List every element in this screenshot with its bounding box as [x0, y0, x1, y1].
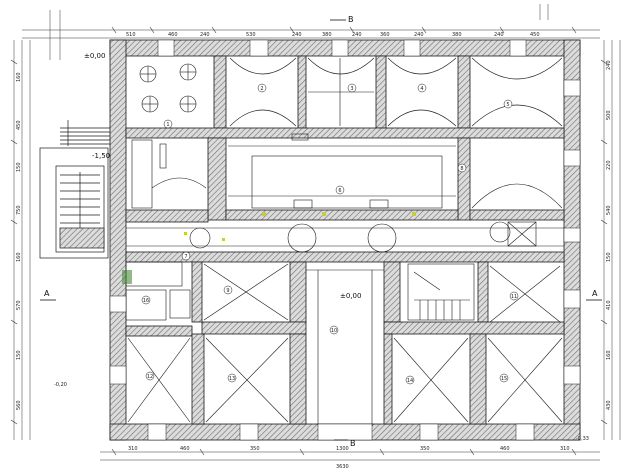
dim-top-5: 240 [292, 32, 302, 38]
room-number-4: 4 [420, 86, 423, 92]
room-number-12: 12 [147, 374, 153, 380]
dim-left-7: 150 [16, 350, 22, 360]
dim-left-2: 450 [16, 120, 22, 130]
dim-bottom-1: 310 [128, 446, 138, 452]
dim-top-3: 240 [200, 32, 210, 38]
section-mark-left: A [44, 289, 50, 298]
room-tag-circle-13 [227, 373, 237, 383]
room-tag-circle-5 [503, 99, 513, 109]
dim-top-4: 530 [246, 32, 256, 38]
level-annotations: ±0,00 ±0,00 -1,50 -0,20 -0,33 [54, 52, 589, 442]
dim-left-5: 160 [16, 252, 22, 262]
dim-right-8: 430 [606, 400, 612, 410]
level-top-label: ±0,00 [84, 52, 105, 60]
dim-top-11: 240 [494, 32, 504, 38]
room-tag-circle-1 [163, 119, 173, 129]
room-number-16: 16 [143, 298, 149, 304]
room-number-14: 14 [407, 378, 413, 384]
dim-bottom-total: 3630 [336, 464, 349, 470]
dim-right-7: 160 [606, 350, 612, 360]
dim-right-3: 220 [606, 160, 612, 170]
dim-right-6: 410 [606, 300, 612, 310]
room-number-1: 1 [166, 122, 169, 128]
room-tag-circle-10 [329, 325, 339, 335]
room-number-15: 15 [501, 376, 507, 382]
dim-bottom-5: 350 [420, 446, 430, 452]
room-tag-circle-6 [335, 185, 345, 195]
room-details [125, 57, 564, 441]
room-tag-circle-16 [141, 295, 151, 305]
room-number-labels: 1 2 3 4 5 6 7 8 9 10 11 12 13 14 15 16 [143, 86, 517, 384]
room-number-6: 6 [338, 188, 341, 194]
dim-bottom-6: 460 [500, 446, 510, 452]
room-number-5: 5 [506, 102, 509, 108]
section-mark-top: B [348, 15, 354, 24]
dim-left-6: 570 [16, 300, 22, 310]
accent-marks [122, 212, 416, 284]
room-tag-circle-8 [457, 163, 467, 173]
dimension-lines [13, 4, 621, 461]
dim-bottom-7: 310 [560, 446, 570, 452]
dim-bottom-4: 1300 [336, 446, 349, 452]
room-tag-circle-11 [509, 291, 519, 301]
room-number-9: 9 [226, 288, 229, 294]
room-number-11: 11 [511, 294, 517, 300]
dim-right-1: 240 [606, 60, 612, 70]
dim-top-12: 450 [530, 32, 540, 38]
dim-top-7: 240 [352, 32, 362, 38]
dim-right-2: 500 [606, 110, 612, 120]
section-mark-right: A [592, 289, 598, 298]
dim-top-9: 240 [414, 32, 424, 38]
level-entrance-label: ±0,00 [340, 292, 361, 300]
building-walls [109, 39, 581, 441]
level-right-low-label: -0,33 [576, 436, 589, 442]
room-tag-circle-14 [405, 375, 415, 385]
room-tag-circle-2 [257, 83, 267, 93]
dim-bottom-3: 350 [250, 446, 260, 452]
dim-left-1: 160 [16, 72, 22, 82]
exterior-stair-annex [39, 120, 110, 259]
section-markers: B B A A [40, 15, 602, 448]
dim-top-10: 380 [452, 32, 462, 38]
dim-left-3: 150 [16, 162, 22, 172]
room-tag-circle-3 [347, 83, 357, 93]
dim-top-6: 380 [322, 32, 332, 38]
level-left-low-label: -0,20 [54, 382, 67, 388]
room-tag-circle-9 [223, 285, 233, 295]
room-number-2: 2 [260, 86, 263, 92]
dim-top-1: 510 [126, 32, 136, 38]
dim-left-8: 560 [16, 400, 22, 410]
room-tag-circle-7 [181, 251, 191, 261]
dim-top-8: 360 [380, 32, 390, 38]
room-number-tags [141, 83, 519, 385]
dimension-ticks [10, 26, 608, 456]
room-number-10: 10 [331, 328, 337, 334]
room-number-8: 8 [460, 166, 463, 172]
section-mark-bottom: B [350, 439, 356, 448]
door-openings [109, 39, 581, 441]
room-tag-circle-12 [145, 371, 155, 381]
room-number-7: 7 [184, 254, 187, 260]
right-dimension-chain: 240 500 220 540 150 410 160 430 [606, 60, 612, 410]
level-stair-label: -1,50 [92, 152, 110, 160]
dim-right-5: 150 [606, 252, 612, 262]
room-tag-circle-15 [499, 373, 509, 383]
dim-left-4: 750 [16, 205, 22, 215]
room-tag-circle-4 [417, 83, 427, 93]
dim-right-4: 540 [606, 205, 612, 215]
room-number-3: 3 [350, 86, 353, 92]
bottom-dimension-chain: 310 460 350 1300 350 460 310 3630 [128, 446, 570, 470]
top-dimension-chain: 510 460 240 530 240 380 240 360 240 380 … [126, 32, 540, 38]
dim-bottom-2: 460 [180, 446, 190, 452]
room-number-13: 13 [229, 376, 235, 382]
dim-top-2: 460 [168, 32, 178, 38]
left-dimension-chain: 160 450 150 750 160 570 150 560 [16, 72, 22, 410]
